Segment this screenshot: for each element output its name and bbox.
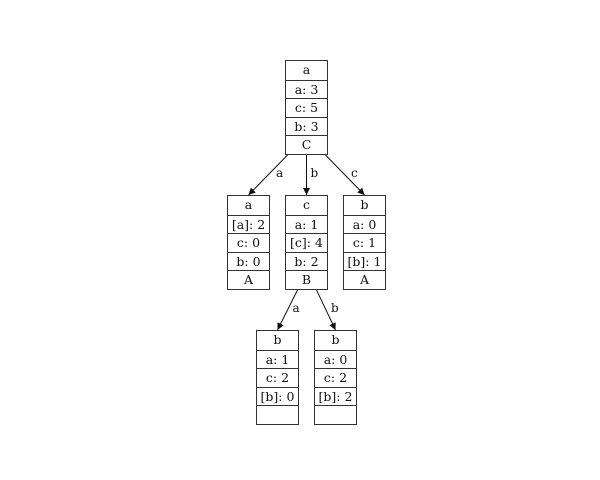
node-title: b [331,332,340,347]
node-class [257,405,298,424]
node-count-a: a: 3 [286,79,327,99]
edge-arrow-n2-n5 [316,289,336,331]
node-count-b: b: 0 [228,251,269,271]
node-class [315,405,356,424]
node-count-a: a: 0 [344,214,385,234]
node-title: a [302,62,311,77]
edge-arrow-n0-n3 [325,154,365,196]
node-count-a: a: 1 [257,349,298,369]
tree-node-c-branch: b a: 0 c: 1 [b]: 1 A [343,195,386,290]
node-title: c [302,197,310,212]
edge-arrow-n2-n4 [277,289,298,331]
edge-arrow-n0-n1 [248,154,288,196]
node-count-c: [c]: 4 [286,233,327,252]
node-count-a: a: 0 [315,349,356,369]
node-class: A [344,270,385,289]
tree-node-a-branch: a [a]: 2 c: 0 b: 0 A [227,195,270,290]
node-title: a [244,197,253,212]
tree-node-root: a a: 3 c: 5 b: 3 C [285,60,328,155]
node-title: b [360,197,369,212]
node-count-b: b: 2 [286,251,327,271]
node-class: C [286,135,327,154]
edge-label-n0-n2: b [311,166,319,180]
node-count-b: [b]: 1 [344,251,385,271]
edge-label-n0-n1: a [276,166,283,180]
node-count-c: c: 0 [228,233,269,252]
edge-label-n2-n4: a [293,301,300,315]
node-title: b [273,332,282,347]
node-class: B [286,270,327,289]
node-count-c: c: 5 [286,98,327,117]
tree-node-b-branch: c a: 1 [c]: 4 b: 2 B [285,195,328,290]
tree-node-ba-leaf: b a: 1 c: 2 [b]: 0 [256,330,299,425]
node-count-b: [b]: 0 [257,386,298,406]
node-count-c: c: 1 [344,233,385,252]
node-count-b: [b]: 2 [315,386,356,406]
node-count-a: [a]: 2 [228,214,269,234]
node-count-a: a: 1 [286,214,327,234]
tree-node-bb-leaf: b a: 0 c: 2 [b]: 2 [314,330,357,425]
node-count-c: c: 2 [257,368,298,387]
edge-label-n0-n3: c [351,166,358,180]
edge-label-n2-n5: b [331,301,339,315]
node-class: A [228,270,269,289]
node-count-c: c: 2 [315,368,356,387]
node-count-b: b: 3 [286,116,327,136]
